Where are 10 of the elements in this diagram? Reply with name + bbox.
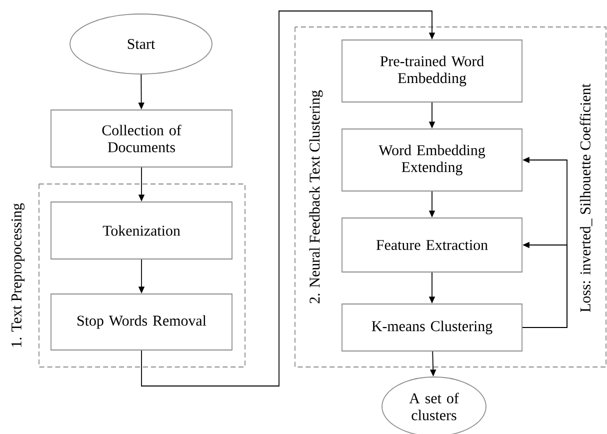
- process-box: Pre-trained Word Embedding: [342, 40, 522, 102]
- process-box: Word Embedding Extending: [342, 128, 522, 192]
- process-box: Stop Words Removal: [50, 294, 232, 350]
- process-box: K-means Clustering: [342, 304, 522, 352]
- process-box: Tokenization: [50, 202, 232, 260]
- arrow: [141, 10, 436, 386]
- node-label: 1. Text Prepropocessing: [11, 203, 25, 347]
- process-box: Feature Extraction: [342, 218, 522, 272]
- loss-label: Loss: inverted_ Silhouette Coefficient: [580, 84, 592, 312]
- process-box: Collection of Documents: [50, 110, 232, 168]
